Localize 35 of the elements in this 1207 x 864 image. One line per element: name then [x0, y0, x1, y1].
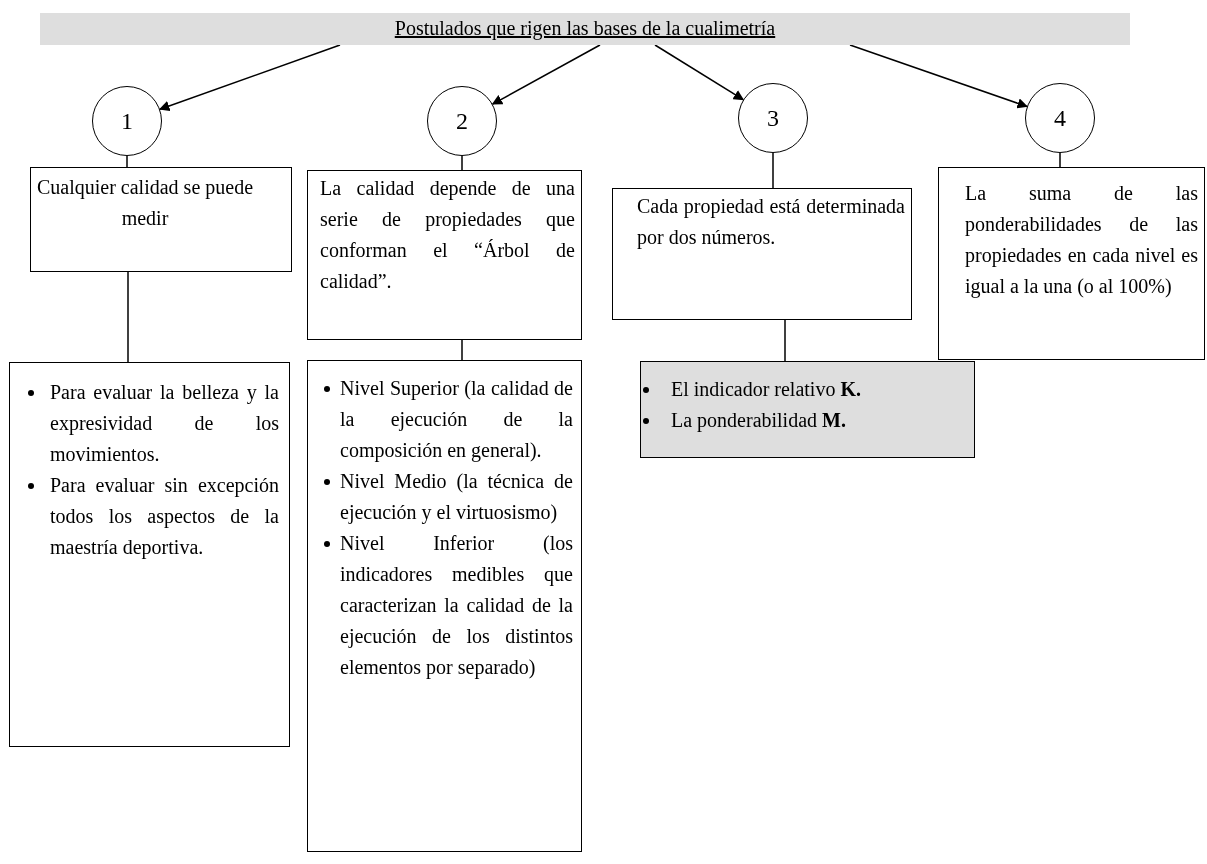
box-text: Cualquier calidad se puede medir — [36, 175, 254, 231]
title-band — [40, 13, 1130, 45]
box-text: La calidad depende de una serie de propiedades que conforman el “Árbol de calidad”. — [320, 176, 575, 294]
connector-line — [784, 319, 786, 362]
arrow — [654, 44, 745, 101]
list-box — [9, 362, 290, 747]
text-box — [307, 170, 582, 340]
connector-line — [461, 155, 463, 171]
connector-line — [127, 271, 129, 363]
arrow — [849, 44, 1028, 109]
text-box — [938, 167, 1205, 360]
connector-line — [1059, 152, 1061, 168]
list-item: Nivel Superior (la calidad de la ejecución de la composición en general). — [340, 377, 573, 461]
title: Postulados que rigen las bases de la cualimetría — [394, 17, 776, 39]
arrow — [491, 44, 601, 105]
text-box — [612, 188, 912, 320]
connector-line — [772, 152, 774, 189]
connector-line — [126, 155, 128, 168]
list-item: La ponderabilidad M. — [671, 409, 846, 431]
number: 3 — [767, 103, 779, 133]
number: 4 — [1054, 103, 1066, 133]
list-item: Nivel Medio (la técnica de ejecución y el virtuosismo) — [340, 470, 573, 523]
box-text: Cada propiedad está determinada por dos números. — [637, 194, 905, 251]
list-item: Nivel Inferior (los indicadores medibles que caracterizan la calidad de la ejecución de los distintos elementos por separado) — [340, 532, 573, 678]
list-box — [640, 361, 975, 458]
box-text: La suma de las ponderabilidades de las propiedades en cada nivel es igual a la una (o al 100%) — [965, 181, 1198, 300]
list-box — [307, 360, 582, 852]
number: 1 — [121, 106, 133, 136]
number: 2 — [456, 106, 468, 136]
text-box — [30, 167, 292, 272]
list-item: Para evaluar sin excepción todos los aspectos de la maestría deportiva. — [50, 474, 279, 558]
list-item: Para evaluar la belleza y la expresividad de los movimientos. — [50, 381, 279, 465]
arrow — [159, 44, 341, 111]
list-item: El indicador relativo K. — [671, 378, 861, 400]
connector-line — [461, 339, 463, 361]
